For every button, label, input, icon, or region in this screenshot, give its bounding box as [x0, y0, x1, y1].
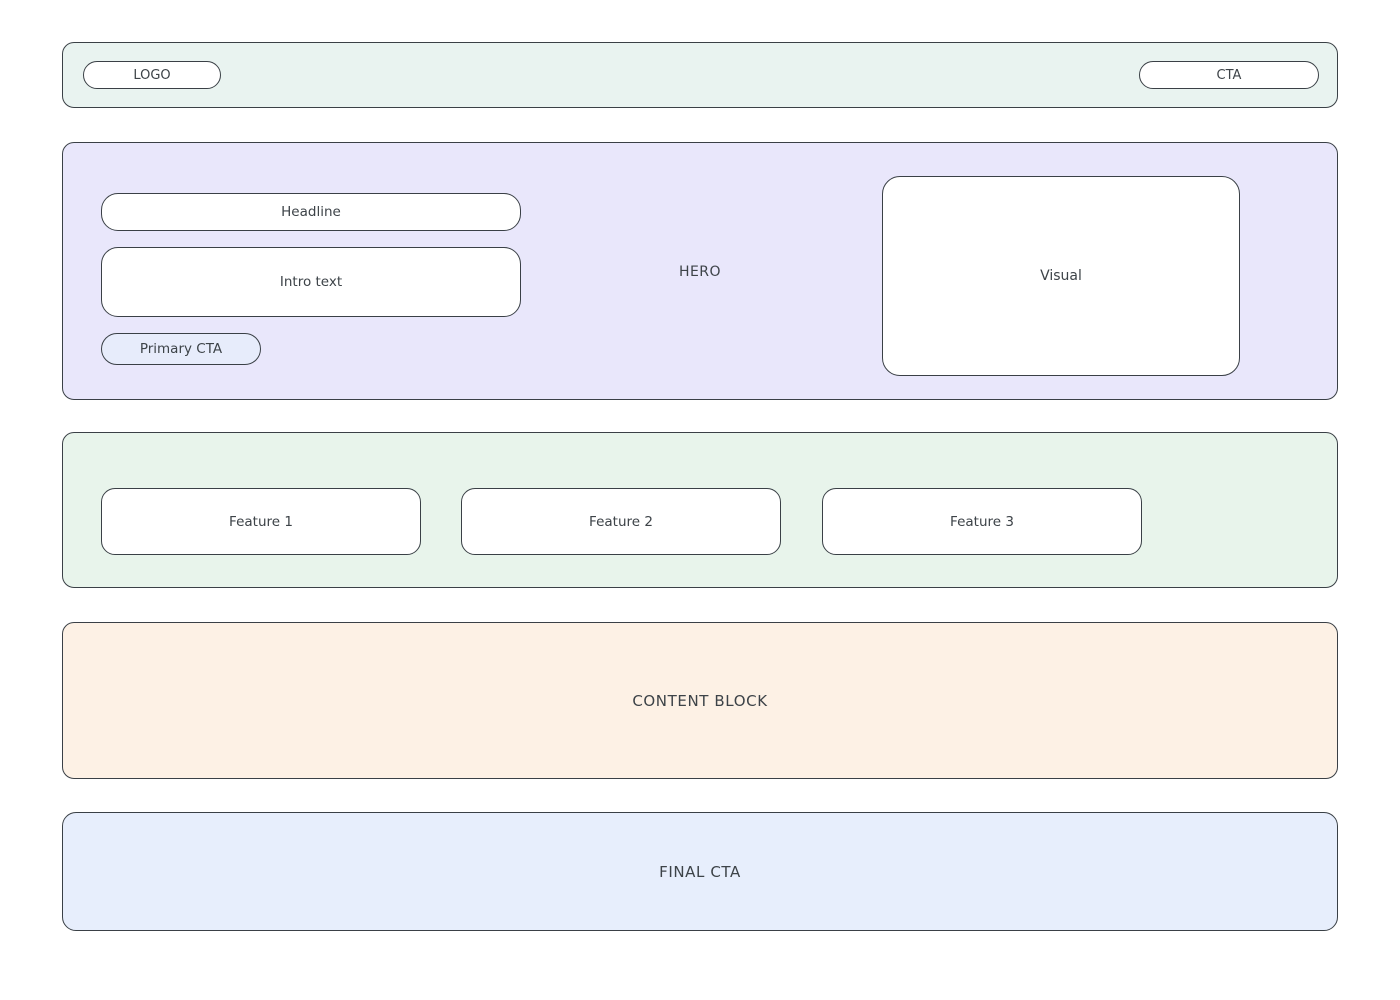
hero-visual-label: Visual: [1040, 268, 1082, 284]
final-cta-label: FINAL CTA: [659, 862, 741, 881]
hero-visual-placeholder: Visual: [882, 176, 1240, 376]
primary-cta-label: Primary CTA: [139, 341, 223, 357]
feature-1-label: Feature 1: [229, 513, 293, 530]
topbar-cta-label: CTA: [1216, 67, 1242, 83]
feature-card-2: Feature 2: [461, 488, 781, 555]
headline-label: Headline: [281, 204, 341, 220]
feature-2-label: Feature 2: [589, 513, 653, 530]
intro-text-placeholder: Intro text: [101, 247, 521, 317]
content-block-label: CONTENT BLOCK: [632, 691, 768, 710]
hero-section-label: HERO: [678, 264, 722, 280]
logo-label: LOGO: [133, 67, 171, 83]
logo-button[interactable]: LOGO: [83, 61, 221, 89]
feature-3-label: Feature 3: [950, 513, 1014, 530]
feature-card-1: Feature 1: [101, 488, 421, 555]
intro-text-label: Intro text: [279, 274, 343, 290]
final-cta-section[interactable]: FINAL CTA: [62, 812, 1338, 931]
topbar-section: LOGO CTA: [62, 42, 1338, 108]
features-section: Feature 1 Feature 2 Feature 3: [62, 432, 1338, 588]
content-block-section: CONTENT BLOCK: [62, 622, 1338, 779]
headline-placeholder: Headline: [101, 193, 521, 231]
primary-cta-button[interactable]: Primary CTA: [101, 333, 261, 365]
hero-section: Headline Intro text Primary CTA HERO Vis…: [62, 142, 1338, 400]
topbar-cta-button[interactable]: CTA: [1139, 61, 1319, 89]
feature-card-3: Feature 3: [822, 488, 1142, 555]
